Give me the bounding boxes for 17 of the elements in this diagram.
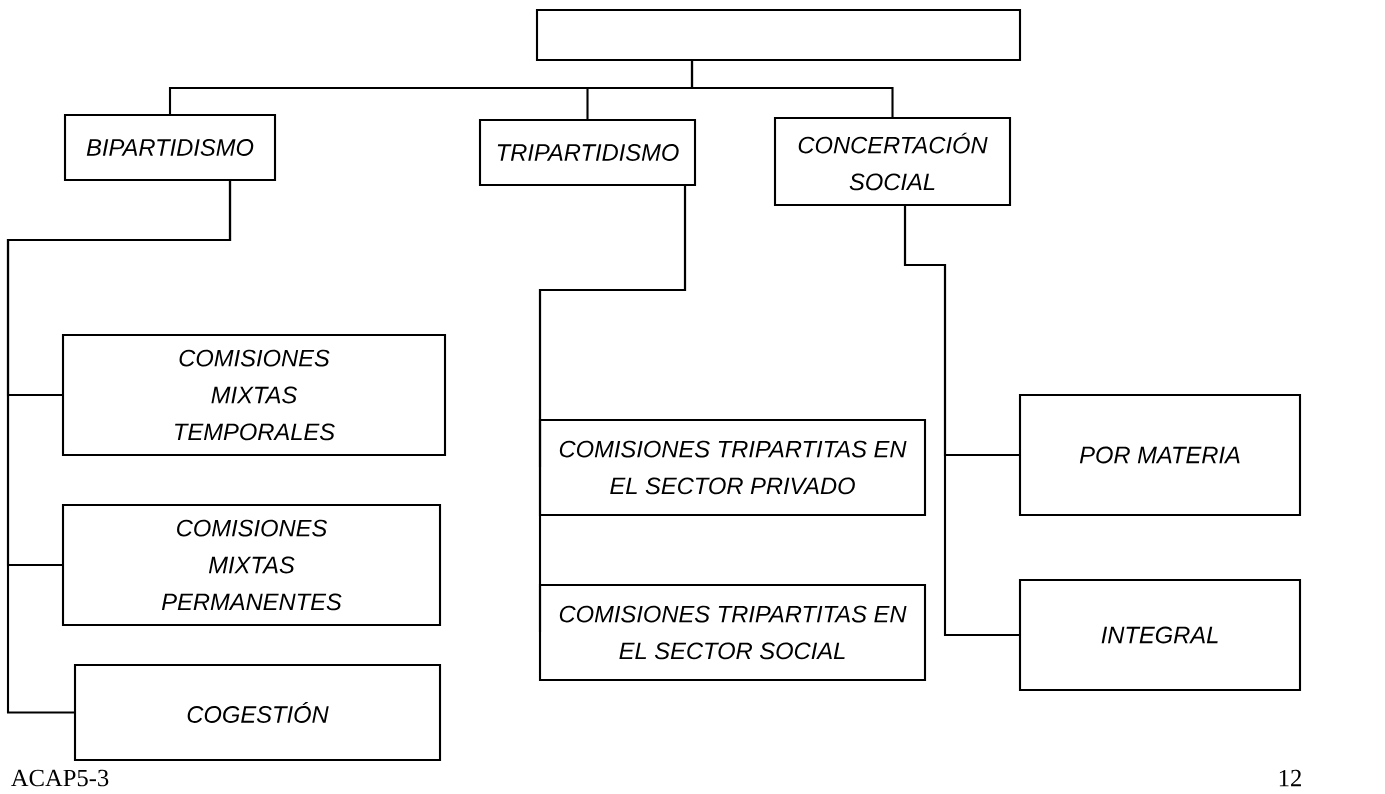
item-box: COMISIONES TRIPARTITAS EN EL SECTOR PRIVADO (538, 418, 927, 517)
connector-line (903, 205, 1020, 637)
item-box: INTEGRAL (1018, 578, 1302, 692)
category-box: TRIPARTIDISMO (478, 118, 697, 187)
page-number: 12 (1279, 769, 1301, 787)
item-box: POR MATERIA (1018, 393, 1302, 517)
connector-line (690, 60, 894, 118)
item-box: COMISIONES TRIPARTITAS EN EL SECTOR SOCIAL (538, 583, 927, 682)
item-box: COGESTIÓN (73, 663, 442, 762)
item-box: COMISIONES MIXTAS TEMPORALES (61, 333, 447, 457)
item-box: COMISIONES MIXTAS PERMANENTES (61, 503, 442, 627)
top-box (535, 8, 1022, 62)
connector-line (6, 180, 232, 714)
category-box: CONCERTACIÓN SOCIAL (773, 116, 1012, 207)
footer-code: ACAP5-3 (11, 769, 109, 787)
category-box: BIPARTIDISMO (63, 113, 277, 182)
connector-line (538, 185, 687, 633)
